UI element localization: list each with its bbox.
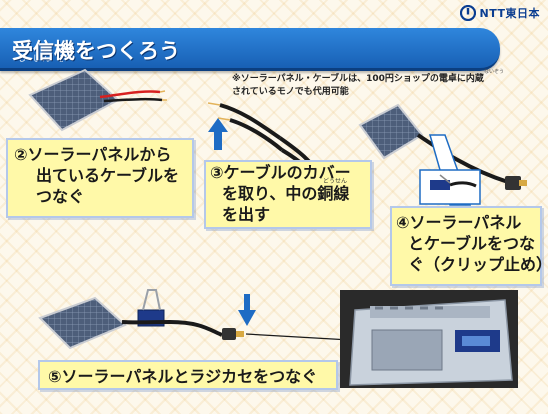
step-4-line-3: ぐ（クリップ止め） (408, 255, 548, 274)
note-line-2: されているモノでも代用可能 (232, 87, 349, 97)
step-5-text: ⑤ソーラーパネルとラジカセをつなぐ (48, 367, 318, 386)
step-4-line-1: ④ソーラーパネル (396, 213, 522, 232)
radio-cassette-player (340, 290, 518, 388)
step-3-callout: ③ケーブルのカバー を取り、中の銅線 を出す (204, 160, 372, 229)
title-bar: じ しん き 受信機をつくろう (0, 28, 500, 71)
ntt-logo-icon (459, 5, 476, 21)
step-2-line-1: ②ソーラーパネルから (14, 145, 172, 164)
arrow-up-icon (208, 118, 228, 150)
solar-panel-2 (358, 103, 527, 190)
note-ruby: ないぞう (484, 69, 505, 75)
clip-closeup (430, 174, 477, 190)
cable-bottom (121, 319, 223, 337)
solar-panel-3 (38, 296, 127, 350)
solar-panel-1 (28, 68, 167, 132)
note-line-1: ※ソーラーパネル・ケーブルは、100円ショップの電卓に内蔵 (232, 74, 484, 84)
title-ruby: じ しん き (18, 54, 68, 63)
step-4-callout: ④ソーラーパネル とケーブルをつな ぐ（クリップ止め） (390, 206, 548, 286)
step-4-line-2: とケーブルをつな (408, 234, 536, 253)
brand-name: NTT東日本 (479, 7, 540, 20)
connection-line (245, 333, 351, 341)
note-text: ※ソーラーパネル・ケーブルは、100円ショップの電卓に内蔵 されているモノでも代… (232, 73, 532, 99)
step-3-ruby: どうせん (323, 178, 348, 185)
step-2-line-2: 出ているケーブルを (36, 166, 180, 185)
step-5-callout: ⑤ソーラーパネルとラジカセをつなぐ (38, 360, 338, 390)
step-2-line-3: つなぐ (36, 187, 85, 206)
step-3-line-3: を出す (222, 205, 271, 224)
step-3-line-1: ③ケーブルのカバー (210, 163, 351, 182)
brand-logo: NTT東日本 (459, 5, 540, 21)
step-2-callout: ②ソーラーパネルから 出ているケーブルを つなぐ (6, 138, 194, 218)
step-3-line-2: を取り、中の銅線 (222, 184, 350, 203)
plug-icon (222, 328, 244, 340)
arrow-down-icon (238, 294, 256, 326)
page-title: 受信機をつくろう (12, 39, 180, 63)
